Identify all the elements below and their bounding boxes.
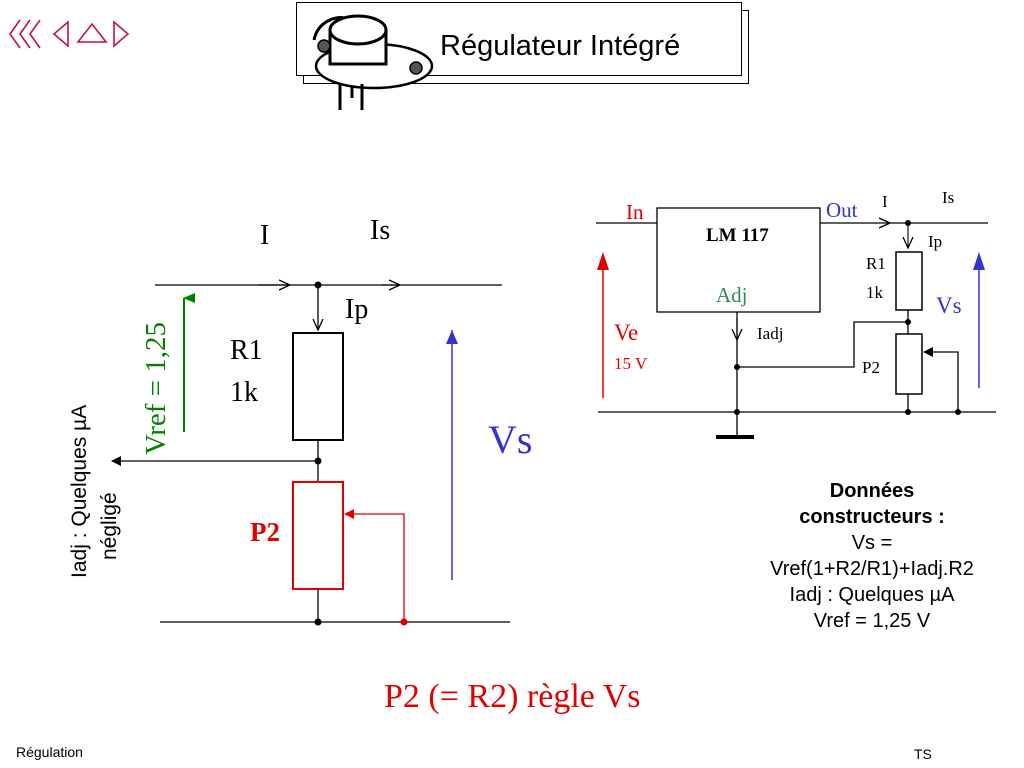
label-vref: Vref = 1,25 bbox=[140, 322, 172, 455]
right-node-gnd-wiper bbox=[955, 409, 961, 415]
slide-navigation bbox=[9, 19, 130, 49]
right-node-adj bbox=[734, 364, 740, 370]
label-adj: Adj bbox=[716, 283, 748, 307]
lm117-block bbox=[656, 207, 821, 313]
label-ve-value: 15 V bbox=[614, 354, 648, 373]
p2-wiper bbox=[344, 509, 405, 622]
label-right-Ip: Ip bbox=[928, 232, 943, 251]
vs-arrow-left-head bbox=[446, 330, 458, 344]
resistor-R1 bbox=[292, 332, 344, 441]
label-right-P2: P2 bbox=[862, 358, 880, 377]
label-right-R1-value: 1k bbox=[866, 283, 883, 302]
label-right-iadj: Iadj bbox=[757, 324, 784, 343]
label-R1-value: 1k bbox=[230, 377, 258, 408]
label-current-I: I bbox=[260, 220, 270, 251]
conclusion-text: P2 (= R2) règle Vs bbox=[384, 678, 641, 715]
regulator-chip-illustration bbox=[312, 14, 434, 110]
label-right-Vs: Vs bbox=[936, 293, 962, 318]
data-line4: Vref = 1,25 V bbox=[813, 610, 931, 632]
label-chip: LM 117 bbox=[706, 225, 769, 246]
previous-slide-icon[interactable] bbox=[52, 20, 69, 48]
data-line3: Iadj : Quelques µA bbox=[789, 584, 955, 606]
label-R1: R1 bbox=[230, 335, 263, 366]
right-adj-feedback bbox=[737, 321, 908, 368]
manufacturer-data: Données constructeurs : Vs = Vref(1+R2/R… bbox=[736, 478, 1008, 634]
right-p2-wiper bbox=[923, 347, 959, 412]
potentiometer-P2 bbox=[292, 481, 344, 590]
right-potentiometer-P2 bbox=[895, 333, 923, 395]
next-slide-icon[interactable] bbox=[113, 20, 130, 48]
data-heading-line1: Données bbox=[829, 480, 915, 502]
label-right-Is: Is bbox=[942, 188, 955, 207]
right-node-gnd-adj bbox=[734, 409, 740, 415]
data-heading-line2: constructeurs : bbox=[799, 506, 945, 528]
right-node-gnd-r bbox=[905, 409, 911, 415]
right-resistor-R1 bbox=[895, 251, 923, 311]
footer-right: TS bbox=[914, 746, 932, 762]
label-iadj-line2: négligé bbox=[98, 492, 121, 560]
first-slide-icon[interactable] bbox=[9, 19, 41, 49]
label-Vs: Vs bbox=[488, 417, 533, 462]
label-in: In bbox=[626, 200, 644, 224]
label-right-R1: R1 bbox=[866, 254, 886, 273]
label-current-Is: Is bbox=[370, 215, 391, 246]
footer-left: Régulation bbox=[16, 744, 83, 760]
label-out: Out bbox=[826, 198, 858, 222]
label-right-I: I bbox=[882, 192, 888, 211]
vs-arrow-right-head bbox=[973, 252, 985, 270]
label-current-Ip: Ip bbox=[345, 294, 369, 325]
data-line1: Vs = bbox=[851, 532, 893, 554]
left-node-bottom bbox=[314, 618, 322, 626]
ve-arrow-head bbox=[597, 252, 609, 270]
left-node-wiper bbox=[400, 618, 408, 626]
label-P2: P2 bbox=[250, 517, 280, 547]
right-circuit bbox=[596, 207, 996, 439]
data-line2: Vref(1+R2/R1)+Iadj.R2 bbox=[770, 558, 974, 580]
label-ve: Ve bbox=[614, 320, 639, 345]
home-icon[interactable] bbox=[76, 22, 108, 43]
page-title: Régulateur Intégré bbox=[440, 30, 681, 62]
label-iadj-line1: Iadj : Quelques µA bbox=[68, 404, 91, 578]
left-circuit bbox=[111, 282, 510, 626]
